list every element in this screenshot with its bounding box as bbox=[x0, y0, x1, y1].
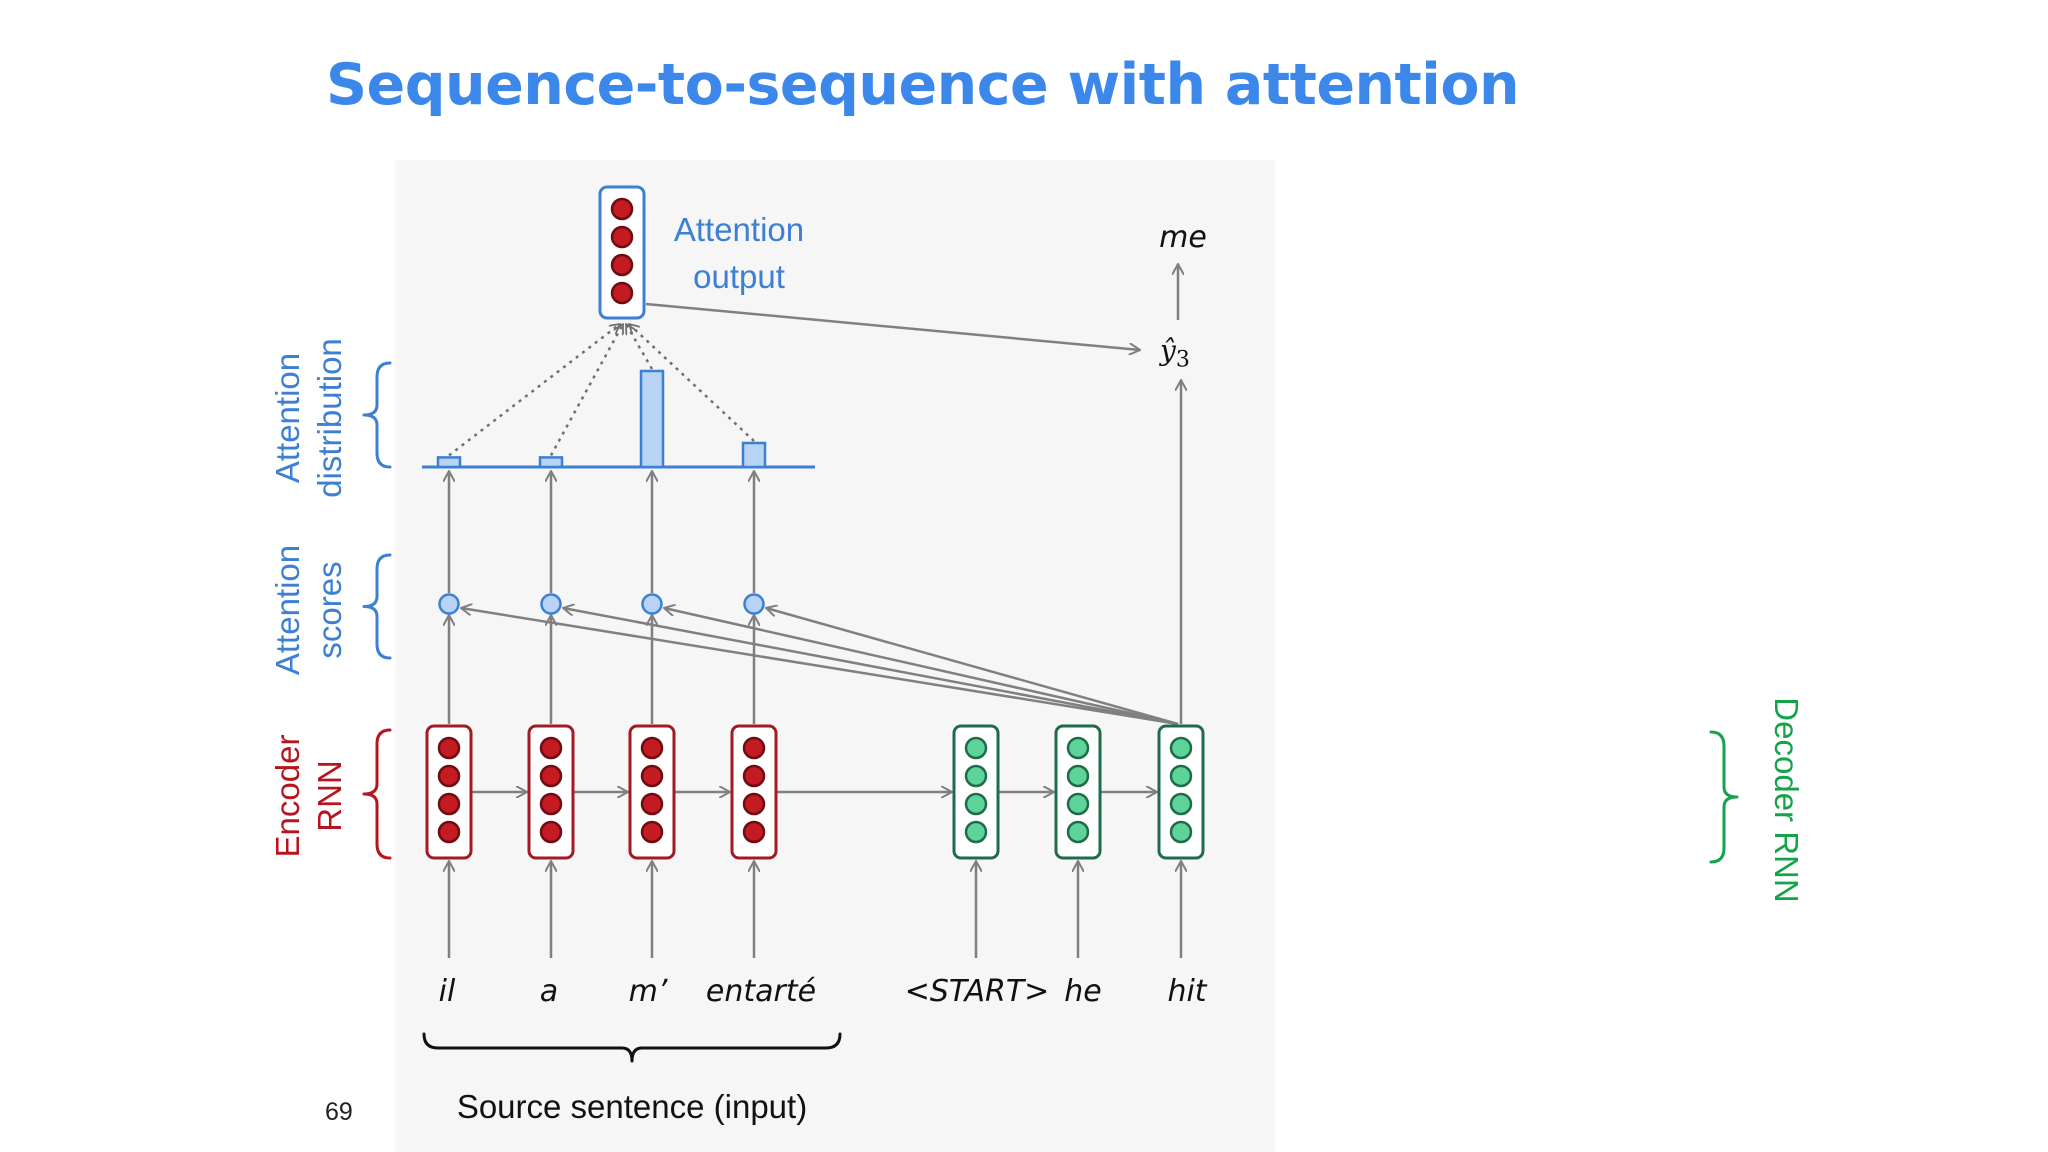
encoder-rnn-brace bbox=[362, 728, 392, 860]
attention-output-label-line2: output bbox=[693, 258, 785, 295]
attention-scores-label-line2: scores bbox=[311, 561, 348, 659]
attention-score-2 bbox=[540, 593, 562, 615]
attention-distribution-label-line1: Attention bbox=[269, 352, 306, 484]
decoder-cell-3-unit-4 bbox=[1169, 820, 1193, 844]
attention-score-3 bbox=[641, 593, 663, 615]
prediction-symbol: ŷ bbox=[1160, 334, 1176, 367]
encoder-cell-1-unit-1 bbox=[437, 736, 461, 760]
encoder-rnn-label: Encoder RNN bbox=[267, 735, 351, 858]
decoder-cell-2-unit-4 bbox=[1066, 820, 1090, 844]
encoder-cell-3-unit-2 bbox=[640, 764, 664, 788]
encoder-cell-1 bbox=[425, 724, 473, 860]
encoder-cell-3-unit-4 bbox=[640, 820, 664, 844]
attention-bar-2 bbox=[538, 456, 564, 469]
target-input-1: <START> bbox=[904, 974, 1050, 1009]
encoder-cell-4-unit-3 bbox=[742, 792, 766, 816]
attention-output-cell-unit-3 bbox=[610, 253, 634, 277]
attention-score-4 bbox=[743, 593, 765, 615]
prediction-y-hat: ŷ3 bbox=[1160, 334, 1190, 373]
decoder-to-score-arrow-1 bbox=[461, 608, 1179, 726]
attention-bar-1 bbox=[436, 456, 462, 469]
output-word: me bbox=[1159, 220, 1207, 255]
slide-title: Sequence-to-sequence with attention bbox=[326, 52, 1520, 118]
decoder-cell-2-unit-1 bbox=[1066, 736, 1090, 760]
source-sentence-brace bbox=[422, 1032, 842, 1063]
source-word-4: entarté bbox=[705, 974, 817, 1009]
decoder-cell-2 bbox=[1054, 724, 1102, 860]
attention-output-cell bbox=[598, 185, 646, 320]
diagram-background bbox=[395, 160, 1275, 1152]
encoder-cell-2-unit-4 bbox=[539, 820, 563, 844]
decoder-rnn-label: Decoder RNN bbox=[1765, 697, 1807, 902]
attention-output-cell-unit-1 bbox=[610, 197, 634, 221]
encoder-cell-1-unit-4 bbox=[437, 820, 461, 844]
weighted-sum-arrow-2 bbox=[549, 324, 625, 457]
attention-distribution-brace bbox=[362, 361, 392, 469]
encoder-rnn-label-line1: Encoder bbox=[269, 734, 306, 858]
encoder-cell-2 bbox=[527, 724, 575, 860]
target-input-2: he bbox=[1064, 974, 1102, 1009]
decoder-cell-1 bbox=[952, 724, 1000, 860]
encoder-cell-2-unit-3 bbox=[539, 792, 563, 816]
decoder-cell-2-unit-3 bbox=[1066, 792, 1090, 816]
page-number: 69 bbox=[325, 1098, 353, 1126]
attention-output-cell-unit-2 bbox=[610, 225, 634, 249]
encoder-cell-1-unit-3 bbox=[437, 792, 461, 816]
attention-score-1 bbox=[438, 593, 460, 615]
source-word-3: m’ bbox=[628, 974, 668, 1009]
decoder-cell-1-unit-3 bbox=[964, 792, 988, 816]
encoder-cell-3 bbox=[628, 724, 676, 860]
encoder-cell-3-unit-3 bbox=[640, 792, 664, 816]
source-word-2: a bbox=[539, 974, 559, 1009]
attention-output-to-prediction-arrow bbox=[645, 302, 1140, 350]
decoder-to-score-arrow-4 bbox=[766, 608, 1179, 726]
encoder-rnn-label-line2: RNN bbox=[311, 760, 348, 832]
attention-output-label: Attention output bbox=[664, 206, 814, 300]
attention-distribution-label-line2: distribution bbox=[311, 338, 348, 498]
encoder-cell-2-unit-2 bbox=[539, 764, 563, 788]
source-sentence-label: Source sentence (input) bbox=[456, 1088, 808, 1125]
decoder-cell-2-unit-2 bbox=[1066, 764, 1090, 788]
attention-scores-label: Attention scores bbox=[267, 545, 351, 675]
decoder-to-score-arrow-3 bbox=[664, 608, 1179, 726]
source-word-1: il bbox=[438, 974, 456, 1009]
attention-scores-label-line1: Attention bbox=[269, 544, 306, 676]
target-input-3: hit bbox=[1167, 974, 1207, 1009]
attention-bar-4 bbox=[741, 441, 767, 469]
encoder-cell-4-unit-2 bbox=[742, 764, 766, 788]
attention-output-cell-unit-4 bbox=[610, 281, 634, 305]
decoder-cell-3-unit-2 bbox=[1169, 764, 1193, 788]
decoder-cell-3-unit-1 bbox=[1169, 736, 1193, 760]
encoder-cell-2-unit-1 bbox=[539, 736, 563, 760]
attention-output-label-line1: Attention bbox=[673, 211, 805, 248]
decoder-cell-3-unit-3 bbox=[1169, 792, 1193, 816]
decoder-cell-1-unit-1 bbox=[964, 736, 988, 760]
decoder-rnn-label-text: Decoder RNN bbox=[1768, 697, 1805, 903]
attention-scores-brace bbox=[362, 553, 392, 660]
decoder-cell-1-unit-2 bbox=[964, 764, 988, 788]
encoder-cell-4-unit-1 bbox=[742, 736, 766, 760]
encoder-cell-4-unit-4 bbox=[742, 820, 766, 844]
decoder-to-score-arrow-2 bbox=[563, 608, 1179, 726]
encoder-cell-3-unit-1 bbox=[640, 736, 664, 760]
attention-distribution-label: Attention distribution bbox=[267, 338, 351, 498]
decoder-cell-3 bbox=[1157, 724, 1205, 860]
weighted-sum-arrow-3 bbox=[624, 324, 654, 370]
encoder-cell-1-unit-2 bbox=[437, 764, 461, 788]
decoder-rnn-brace bbox=[1709, 730, 1739, 864]
attention-bar-3 bbox=[639, 369, 665, 469]
prediction-subscript: 3 bbox=[1175, 347, 1190, 373]
weighted-sum-arrow-1 bbox=[448, 324, 620, 457]
encoder-cell-4 bbox=[730, 724, 778, 860]
decoder-cell-1-unit-4 bbox=[964, 820, 988, 844]
